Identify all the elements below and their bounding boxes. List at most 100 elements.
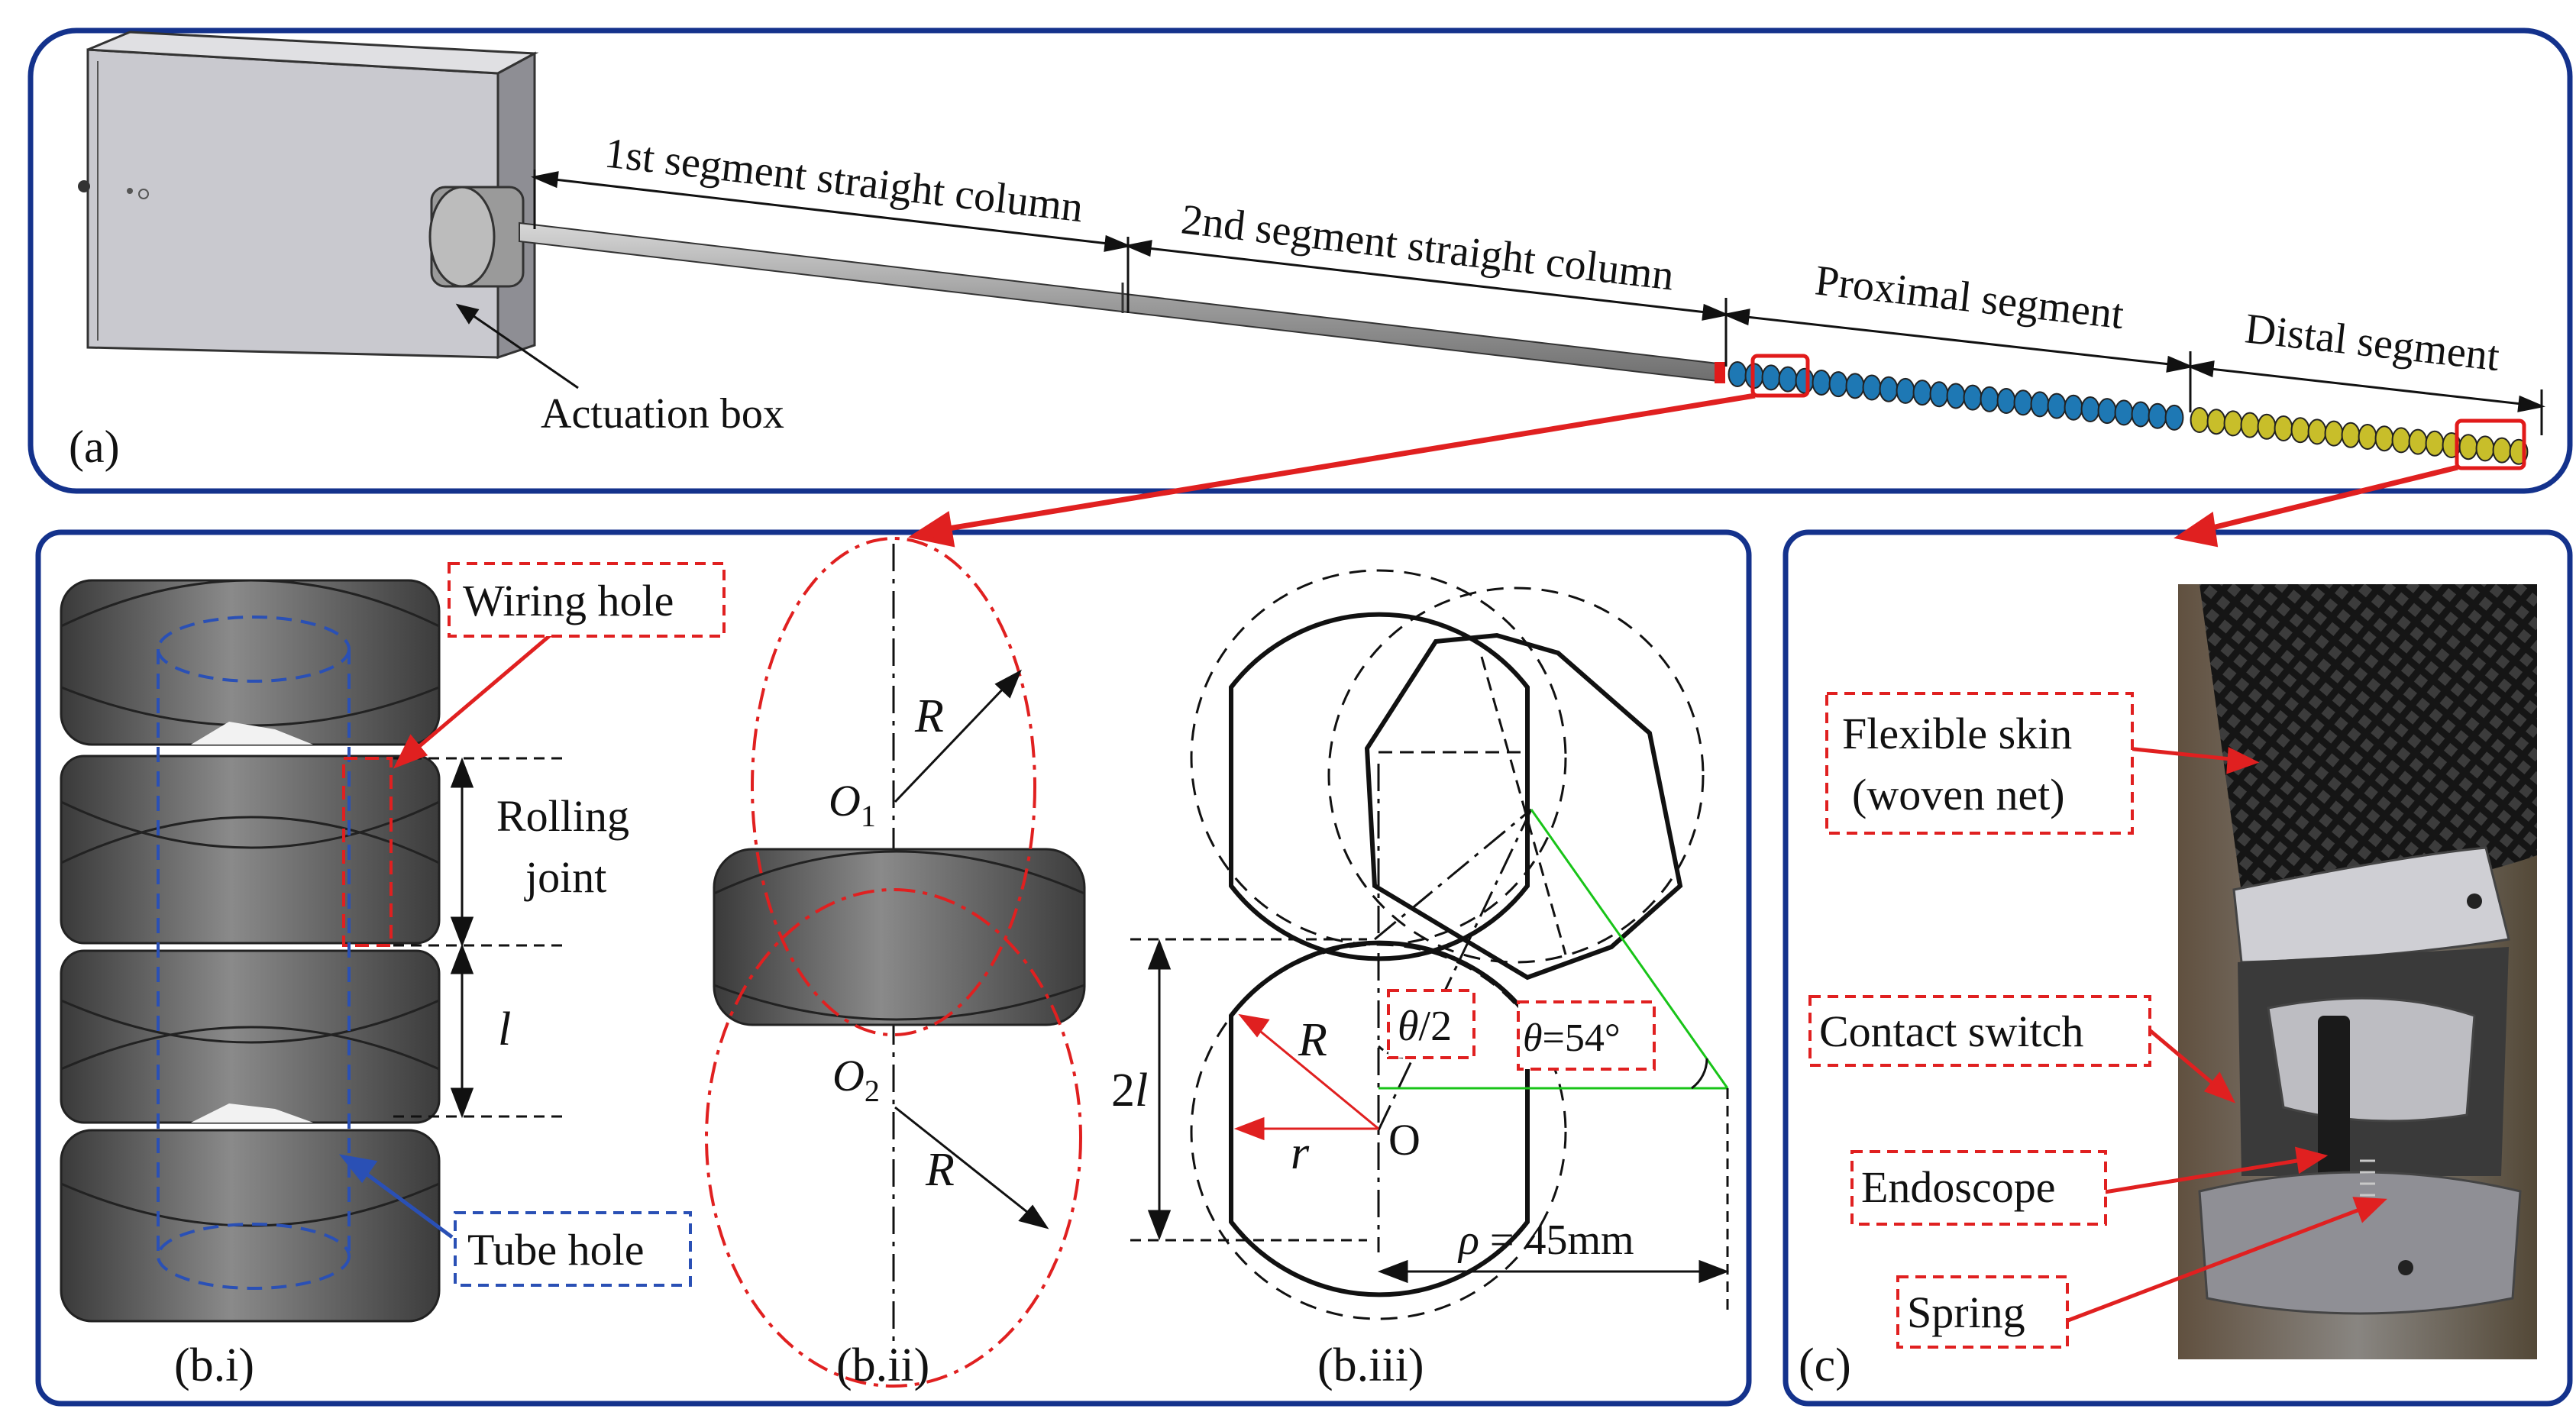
tube-hole-outline [157, 616, 351, 1290]
joint-module [1862, 374, 1882, 401]
panel-biii-tag: (b.iii) [1317, 1339, 1424, 1391]
joint-module [2274, 415, 2293, 441]
panel-c-tag: (c) [1799, 1339, 1851, 1391]
joint-module [2080, 396, 2100, 422]
flexible-skin-label-1: Flexible skin [1842, 709, 2072, 758]
rolling-joint-label-1: Rolling [496, 791, 629, 841]
joint-module [2307, 418, 2327, 445]
joint-module [2391, 427, 2411, 454]
joint-module [2030, 391, 2050, 418]
R-lower-label: R [925, 1144, 955, 1196]
callout-arrows-a-to-b-c [907, 393, 2458, 548]
joint-module [2164, 404, 2184, 431]
flexible-skin-label-2: (woven net) [1852, 770, 2065, 819]
panel-bii-tag: (b.ii) [836, 1339, 929, 1391]
r-label: r [1291, 1127, 1310, 1179]
highlight-box-distal [2455, 418, 2526, 470]
dimension-lines-a [530, 170, 2546, 435]
tube-hole-callout-box [454, 1211, 692, 1287]
contact-switch-callout-box [1808, 995, 2151, 1067]
joint-module [1980, 386, 1999, 412]
joint-module [2064, 394, 2083, 421]
theta-54-box [1517, 1000, 1656, 1071]
actuation-box-leader [455, 303, 579, 389]
joint-1 [60, 579, 441, 746]
length-l-label: l [498, 1003, 511, 1055]
radius-arrows-bii [894, 669, 1049, 1230]
two-l-label: 2l [1111, 1065, 1148, 1116]
distal-tip-photo [2178, 584, 2537, 1359]
joint-module [2047, 393, 2067, 419]
panel-bi-tag: (b.i) [174, 1339, 254, 1391]
joint-module [2324, 420, 2344, 447]
joint-module [2206, 409, 2226, 435]
joint-module [2425, 430, 2445, 457]
joint-module [2114, 399, 2134, 426]
joint-module [2190, 407, 2209, 433]
endoscope-callout-box [1850, 1150, 2107, 1226]
O2-label: O2 [832, 1051, 880, 1108]
joint-module [2240, 412, 2260, 438]
joint-module [1795, 367, 1815, 394]
panel-a-tag: (a) [69, 422, 120, 472]
seg1-label: 1st segment straight column [603, 129, 1086, 231]
joint-2 [60, 755, 441, 945]
highlight-box-proximal [1750, 354, 1810, 398]
O1-label: O1 [829, 776, 876, 833]
joint-module [2341, 422, 2361, 448]
proximal-label: Proximal segment [1813, 257, 2127, 338]
joint-module [1912, 380, 1932, 406]
joint-module [2013, 389, 2033, 416]
joint-module [1728, 361, 1747, 387]
O-center-label: O [1388, 1115, 1421, 1165]
spring-label: Spring [1907, 1288, 2025, 1337]
joint-module [1879, 376, 1899, 402]
theta-54-label: θ=54° [1523, 1016, 1621, 1060]
joint-module [2492, 437, 2512, 464]
joint-module [2131, 401, 2151, 428]
joint-module [1896, 377, 1915, 404]
joint-module [2458, 434, 2478, 460]
R-biii-label: R [1298, 1014, 1327, 1066]
rolling-joint-label-2: joint [524, 852, 606, 902]
flexible-skin-callout-box [1825, 692, 2134, 835]
actuation-box-label: Actuation box [541, 390, 784, 438]
joint-module [2408, 428, 2428, 455]
dimension-lines-biii [1130, 938, 1730, 1314]
tube-hole-label: Tube hole [467, 1225, 645, 1275]
joint-module [2097, 398, 2117, 425]
joint-module [1761, 364, 1781, 391]
panel-b-frame [35, 529, 1752, 1407]
panel-c-frame [1783, 529, 2573, 1407]
joint-4 [60, 1129, 441, 1323]
theta-half-box [1387, 989, 1475, 1059]
joint-module [2223, 410, 2243, 437]
joint-3 [60, 949, 441, 1124]
rolling-joint-stack [60, 579, 441, 1323]
wiring-hole-highlight [342, 757, 393, 947]
R-upper-label: R [914, 690, 944, 742]
joint-module [1778, 366, 1798, 393]
callout-arrows-c [2061, 746, 2387, 1325]
joint-module [1828, 371, 1848, 398]
joint-module [2148, 402, 2167, 429]
joint-module [2358, 424, 2377, 450]
seg2-label: 2nd segment straight column [1179, 195, 1676, 299]
joint-module [2257, 413, 2277, 440]
geometry-construction [1190, 569, 1729, 1320]
rho-label: ρ = 45mm [1457, 1217, 1634, 1264]
joint-module [2374, 425, 2394, 452]
dimension-lines-bi [393, 757, 565, 1119]
rolling-contact-diagram [705, 537, 1086, 1388]
joint-module [1929, 381, 1949, 408]
joint-module [1963, 384, 1983, 411]
wiring-hole-arrow [393, 631, 555, 769]
contact-switch-label: Contact switch [1819, 1007, 2083, 1056]
spring-callout-box [1896, 1275, 2069, 1349]
joint-module [1946, 383, 1966, 409]
joint-module [1996, 388, 2016, 415]
tube-hole-arrow [338, 1154, 454, 1239]
joint-module [1812, 369, 1831, 396]
joint-module [2290, 417, 2310, 444]
